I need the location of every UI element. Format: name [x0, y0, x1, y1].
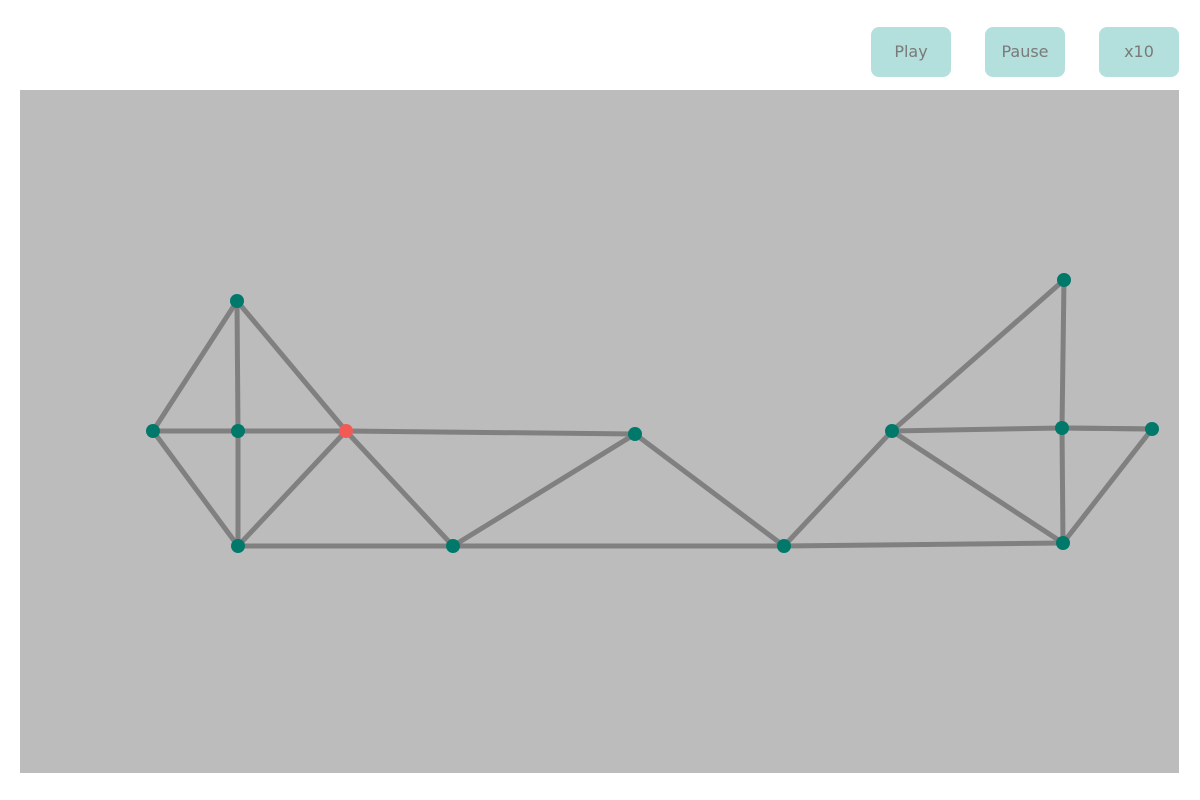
simulation-canvas[interactable] — [20, 90, 1179, 773]
beam-node-8-node-12[interactable] — [783, 540, 1064, 549]
joint-node-node-1[interactable] — [146, 424, 160, 438]
joint-node-node-9[interactable] — [885, 424, 899, 438]
beam-node-8-node-9[interactable] — [782, 429, 894, 548]
beam-node-1-node-6[interactable] — [150, 429, 241, 548]
joint-node-node-10[interactable] — [1057, 273, 1071, 287]
beam-node-9-node-12[interactable] — [890, 428, 1065, 546]
speed-x10-button[interactable]: x10 — [1099, 27, 1179, 77]
beam-node-7-node-4[interactable] — [451, 431, 637, 549]
joint-node-node-13[interactable] — [1145, 422, 1159, 436]
joint-node-node-6[interactable] — [231, 539, 245, 553]
selected-joint-node[interactable] — [339, 424, 353, 438]
nodes-layer — [146, 273, 1159, 553]
joint-node-node-2[interactable] — [231, 424, 245, 438]
beam-node-13-node-12[interactable] — [1061, 427, 1154, 545]
beam-node-5-node-3[interactable] — [235, 299, 348, 433]
beam-node-9-node-11[interactable] — [891, 425, 1063, 434]
joint-node-node-5[interactable] — [230, 294, 244, 308]
joint-node-node-11[interactable] — [1055, 421, 1069, 435]
pause-button[interactable]: Pause — [985, 27, 1065, 77]
joint-node-node-4[interactable] — [628, 427, 642, 441]
beam-node-1-node-5[interactable] — [150, 299, 240, 433]
beam-node-11-node-14[interactable] — [1061, 425, 1152, 432]
beam-node-10-node-11[interactable] — [1059, 279, 1067, 429]
play-button[interactable]: Play — [871, 27, 951, 77]
beam-node-9-node-10[interactable] — [890, 278, 1066, 433]
beam-node-3-node-7[interactable] — [344, 429, 455, 548]
joint-node-node-7[interactable] — [446, 539, 460, 553]
beam-node-3-node-4[interactable] — [345, 428, 636, 437]
bridge-structure[interactable] — [20, 90, 1179, 773]
beams-layer — [150, 278, 1154, 549]
beam-node-5-node-2[interactable] — [234, 300, 241, 432]
beam-node-11-node-12[interactable] — [1059, 427, 1066, 544]
joint-node-node-12[interactable] — [1056, 536, 1070, 550]
joint-node-node-8[interactable] — [777, 539, 791, 553]
beam-node-6-node-3[interactable] — [236, 429, 348, 548]
toolbar: Play Pause x10 — [0, 0, 1200, 90]
beam-node-4-node-8[interactable] — [633, 432, 786, 548]
